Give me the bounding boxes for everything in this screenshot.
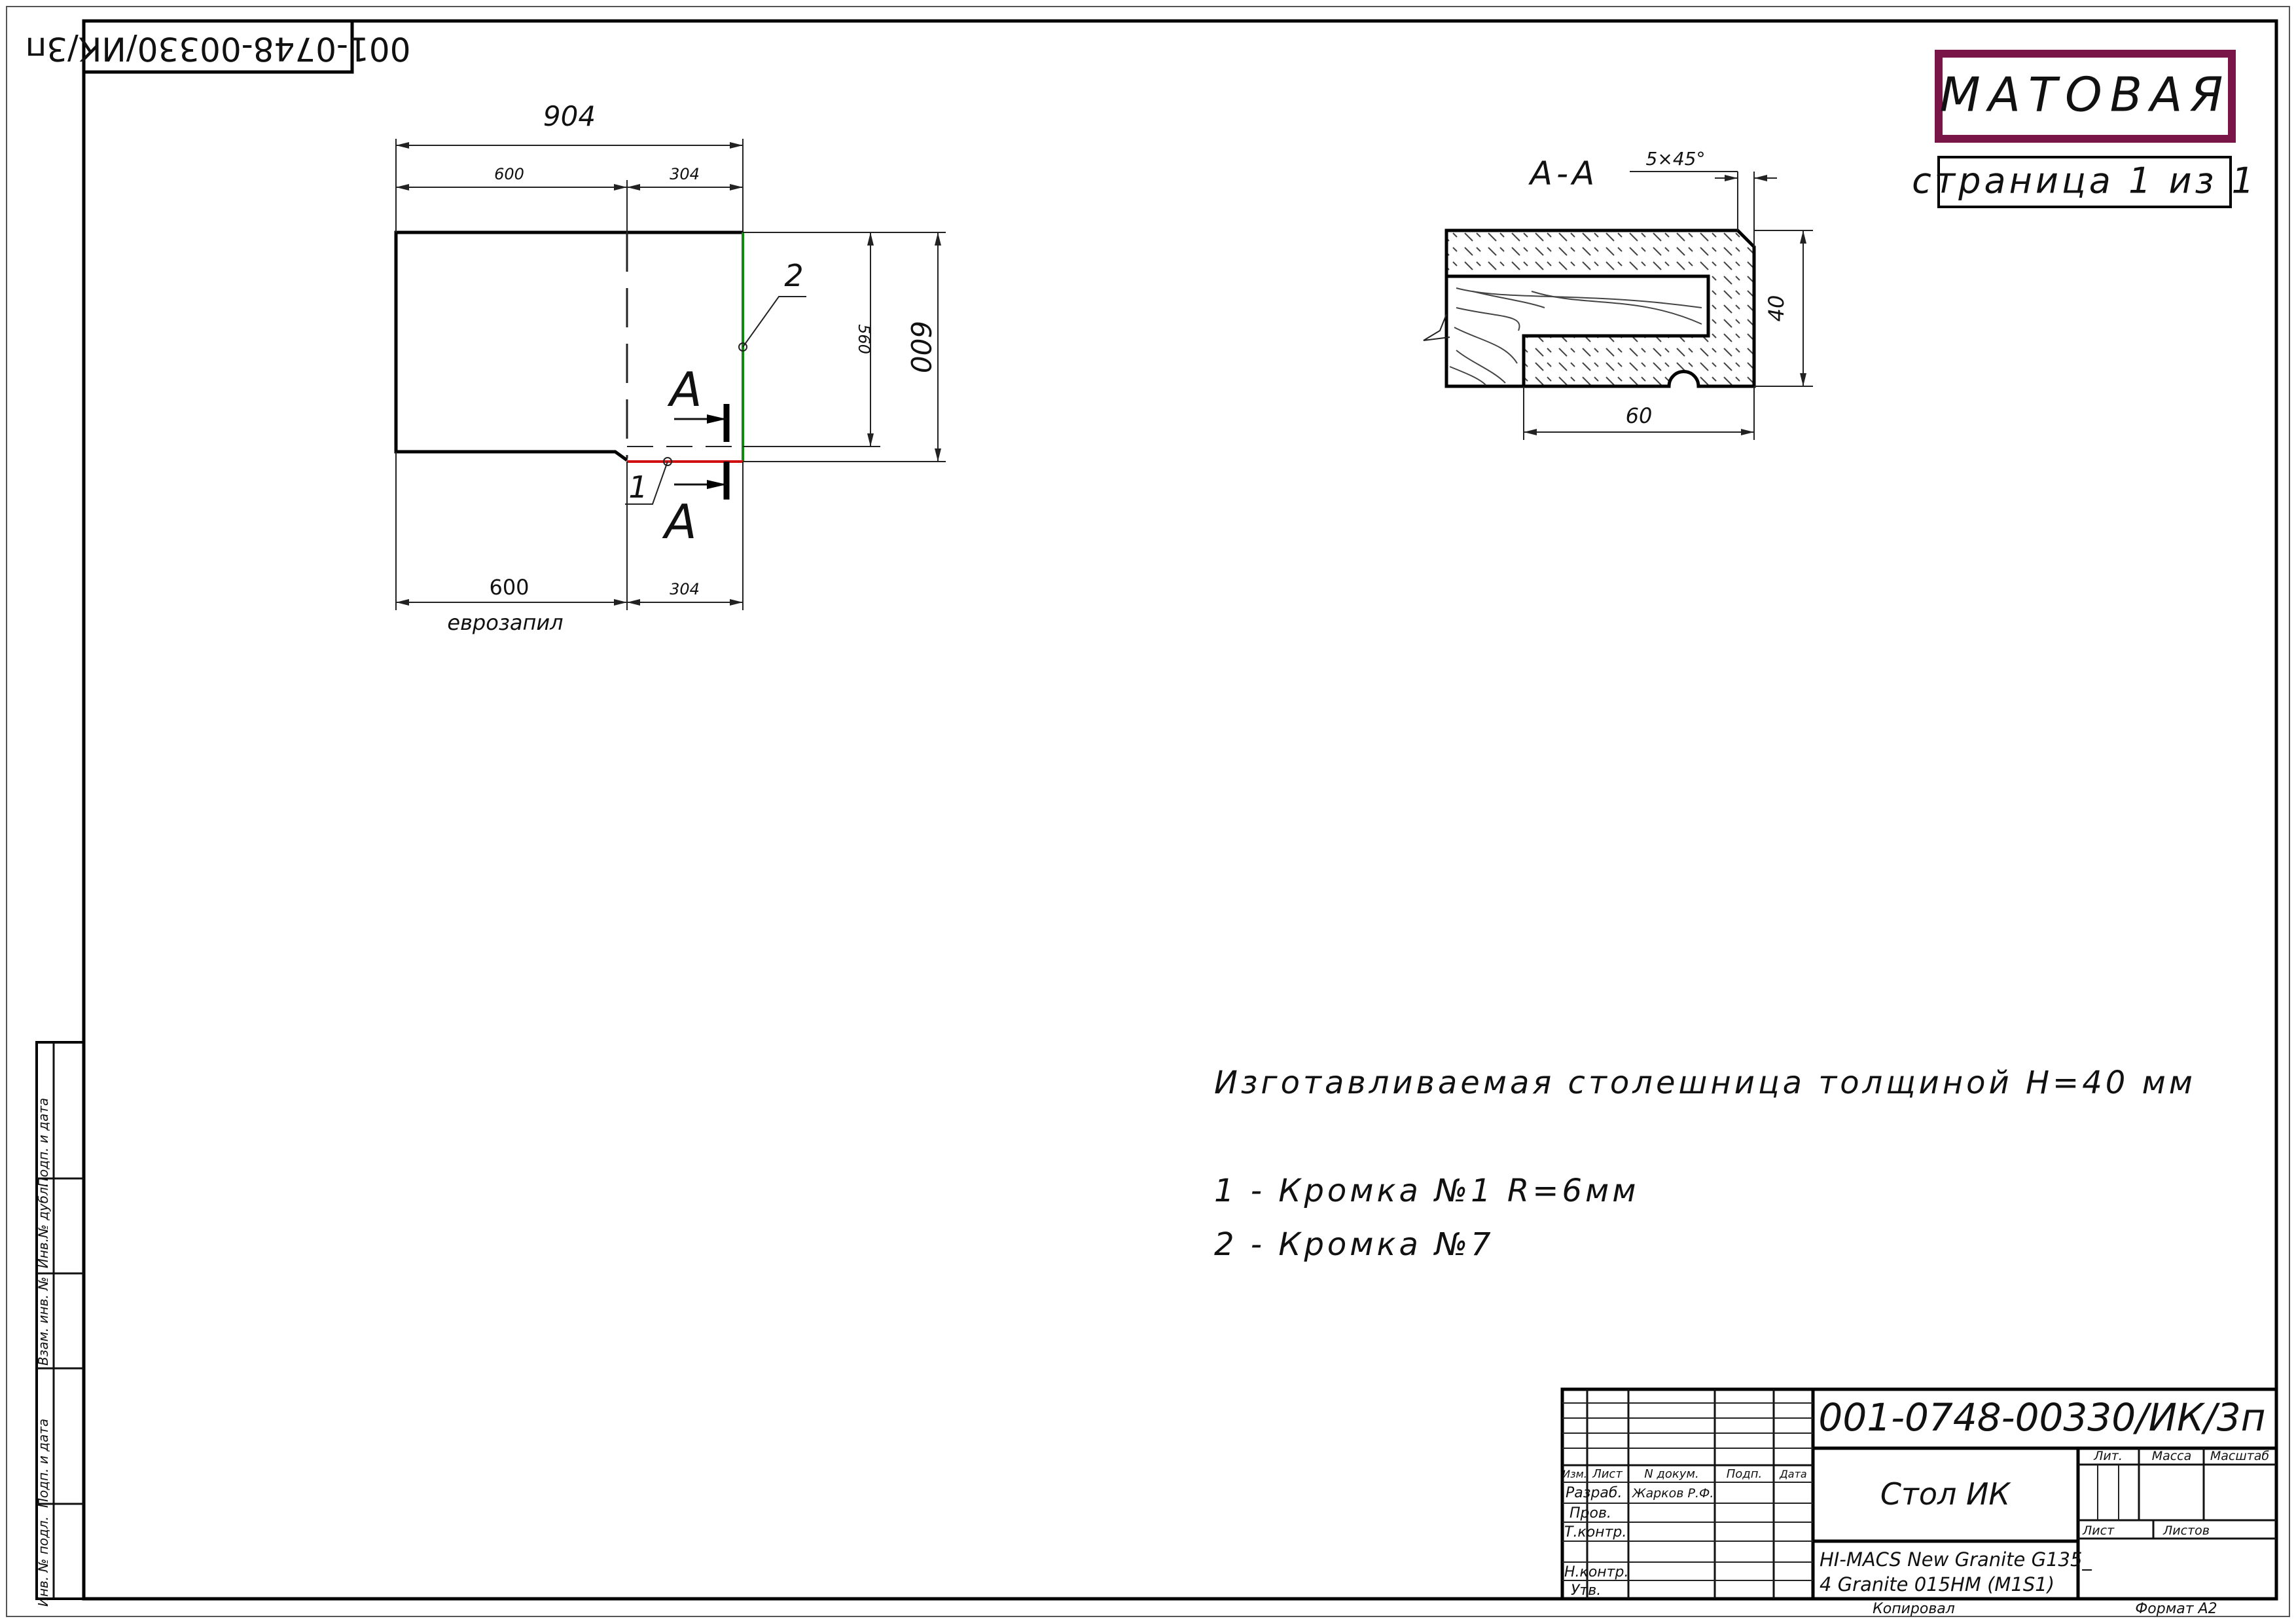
- masshtab-label: Масштаб: [2210, 1449, 2270, 1463]
- width-dim: 60: [1626, 403, 1653, 428]
- dim-top-left: 600: [494, 165, 524, 183]
- dim-top-right: 304: [670, 165, 700, 183]
- row-utv: Утв.: [1571, 1582, 1601, 1599]
- side-stamp: Подп. и дата Инв.№ дубл. Взам. инв. № По…: [35, 1041, 85, 1607]
- sheet-outer-frame: [6, 6, 2290, 1617]
- page-box: страница 1 из 1: [1912, 156, 2257, 208]
- row-prov: Пров.: [1570, 1505, 1611, 1522]
- title-block: Изм. Лист N докум. Подп. Дата Разраб. Жа…: [1560, 1387, 2278, 1617]
- title-doc-code: 001-0748-00330/ИК/3п: [1818, 1395, 2265, 1440]
- finish-label: МАТОВАЯ: [1940, 67, 2231, 122]
- side-label-2: Инв.№ дубл.: [35, 1183, 51, 1268]
- thickness-dim: 40: [1764, 295, 1789, 322]
- section-letter-top: А: [667, 362, 702, 417]
- col-list: Лист: [1592, 1467, 1623, 1481]
- row-tkontr: Т.контр.: [1564, 1524, 1626, 1541]
- sheet-inner-frame: [82, 19, 2278, 1601]
- section-letter-bottom: А: [662, 494, 696, 549]
- row-razrab: Разраб.: [1566, 1485, 1622, 1501]
- side-label-4: Подп. и дата: [35, 1419, 51, 1508]
- copied-label: Копировал: [1873, 1601, 1955, 1617]
- side-label-1: Подп. и дата: [35, 1098, 51, 1187]
- notes: Изготавливаемая столешница толщиной Н=40…: [1214, 1065, 2196, 1263]
- side-label-3: Взам. инв. №: [35, 1277, 51, 1366]
- format-label: Формат А2: [2135, 1601, 2217, 1617]
- wood-grain: [1449, 287, 1702, 386]
- row-nkontr: Н.контр.: [1564, 1564, 1628, 1580]
- plan-view: 904 600 304 560 600 600 304 еврозапил А …: [394, 100, 946, 635]
- material-line-2: 4 Granite 015HM (M1S1): [1820, 1573, 2054, 1596]
- thickness-note: Изготавливаемая столешница толщиной Н=40…: [1214, 1065, 2196, 1101]
- razrab-name: Жарков Р.Ф.: [1632, 1486, 1713, 1501]
- col-date: Дата: [1779, 1468, 1806, 1480]
- side-label-5: Инв. № подл.: [35, 1516, 51, 1607]
- massa-label: Масса: [2152, 1449, 2192, 1463]
- chamfer-dim: 5×45°: [1646, 148, 1706, 170]
- col-izm: Изм.: [1562, 1468, 1587, 1480]
- col-podp: Подп.: [1727, 1467, 1762, 1481]
- dim-inner-height: 560: [855, 324, 873, 354]
- dim-bottom-left: 600: [489, 575, 529, 600]
- col-ndoc: N докум.: [1644, 1467, 1698, 1481]
- section-core: [1444, 274, 1710, 388]
- eurocut-label: еврозапил: [447, 610, 563, 635]
- callout-2: 2: [784, 258, 803, 293]
- material-line-1: HI-MACS New Granite G135_: [1820, 1548, 2092, 1571]
- edge-2-note: 2 - Кромка №7: [1214, 1226, 1494, 1263]
- top-left-code: 001-0748-00330/ИК/3п: [26, 30, 411, 68]
- listov-label: Листов: [2162, 1523, 2210, 1538]
- page-label: страница 1 из 1: [1912, 160, 2257, 202]
- top-left-code-box: 001-0748-00330/ИК/3п: [26, 19, 411, 74]
- product-name: Стол ИК: [1880, 1476, 2011, 1512]
- list-label: Лист: [2082, 1523, 2115, 1538]
- tabletop-outline: [394, 230, 743, 462]
- section-title: А-А: [1528, 155, 1598, 192]
- lit-label: Лит.: [2093, 1449, 2123, 1463]
- edge-1-note: 1 - Кромка №1 R=6мм: [1214, 1173, 1639, 1209]
- finish-box: МАТОВАЯ: [1935, 50, 2236, 143]
- dim-height: 600: [905, 321, 937, 373]
- dim-total-width: 904: [543, 100, 596, 132]
- dim-bottom-right: 304: [670, 580, 700, 598]
- section-view: А-А 5×45° 40 60: [1423, 148, 1813, 440]
- callout-1: 1: [628, 469, 647, 505]
